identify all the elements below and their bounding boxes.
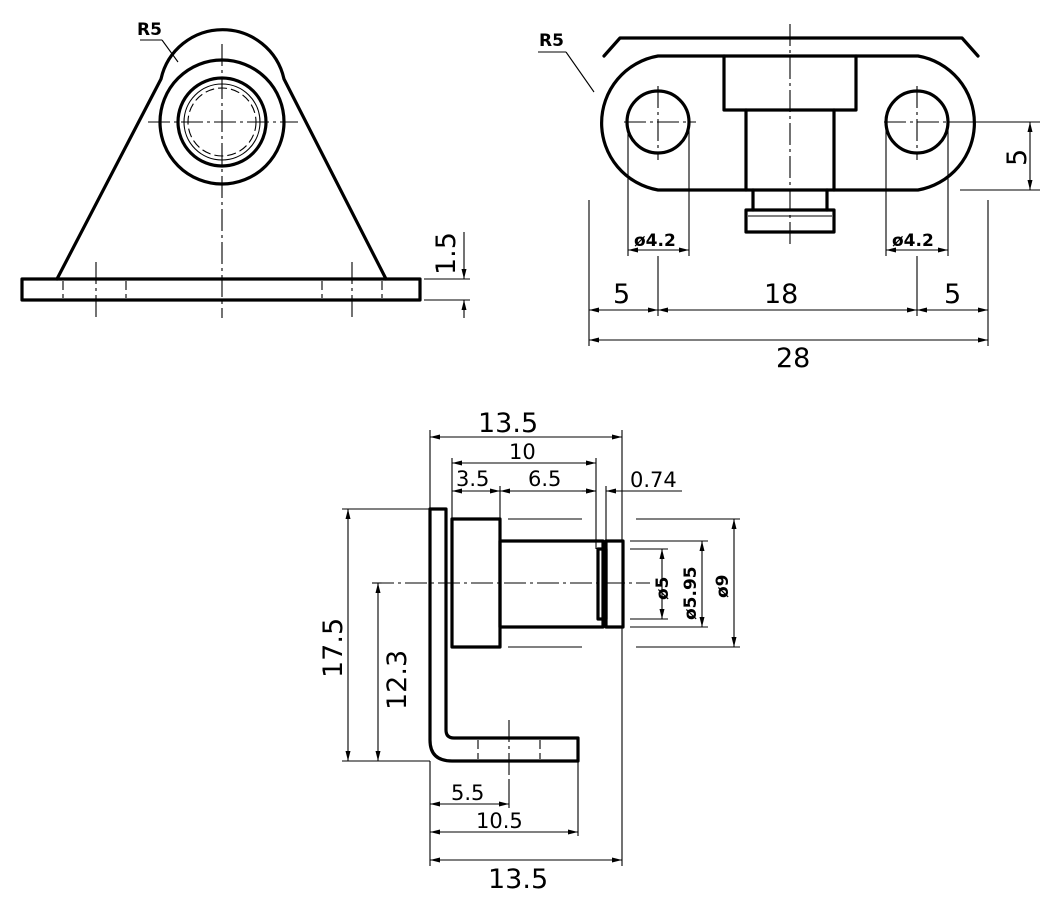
top-view: R5 ø4.2 ø4.2 5 5 18 5 28	[538, 24, 1040, 374]
side-bottom-overall-label: 13.5	[488, 864, 548, 895]
side-shaft	[498, 539, 605, 629]
top-span-left-label: 5	[613, 279, 630, 310]
side-top-3-5-label: 3.5	[456, 467, 489, 491]
side-view: 13.5 10 3.5 6.5 0.74 ø5 ø5.95 ø9	[318, 408, 740, 895]
top-overall-label: 28	[776, 343, 810, 374]
front-base-plate	[20, 277, 422, 302]
side-top-6-5-label: 6.5	[528, 467, 561, 491]
front-triangle-body	[55, 28, 388, 281]
side-dia-9-label: ø9	[713, 574, 733, 598]
side-height-12-3-label: 12.3	[382, 650, 413, 710]
side-bracket	[428, 507, 580, 763]
side-dia-5-label: ø5	[653, 576, 673, 600]
top-back-outline	[602, 36, 980, 58]
top-hole-left-label: ø4.2	[634, 231, 676, 251]
front-thickness-label: 1.5	[431, 232, 462, 275]
top-r5-label: R5	[539, 31, 564, 51]
side-top-10-label: 10	[509, 440, 536, 464]
side-height-17-5-label: 17.5	[318, 618, 349, 678]
side-foot-10-5-label: 10.5	[476, 809, 523, 833]
side-groove-label: 0.74	[630, 468, 677, 492]
top-slot-outline	[600, 54, 976, 192]
top-r5-leader	[565, 51, 595, 93]
top-shaft	[744, 108, 836, 192]
front-view: R5 1.5	[20, 20, 470, 318]
top-groove	[751, 188, 829, 212]
top-hole-right-label: ø4.2	[892, 231, 934, 251]
side-tip	[604, 539, 625, 629]
side-top-overall-label: 13.5	[478, 408, 538, 439]
side-dia-5-95-label: ø5.95	[681, 566, 701, 620]
front-r5-leader	[161, 39, 179, 63]
side-foot-5-5-label: 5.5	[451, 781, 484, 805]
top-span-middle-label: 18	[764, 279, 798, 310]
top-span-right-label: 5	[944, 279, 961, 310]
front-r5-label: R5	[137, 20, 162, 40]
top-height-label: 5	[1002, 149, 1033, 166]
